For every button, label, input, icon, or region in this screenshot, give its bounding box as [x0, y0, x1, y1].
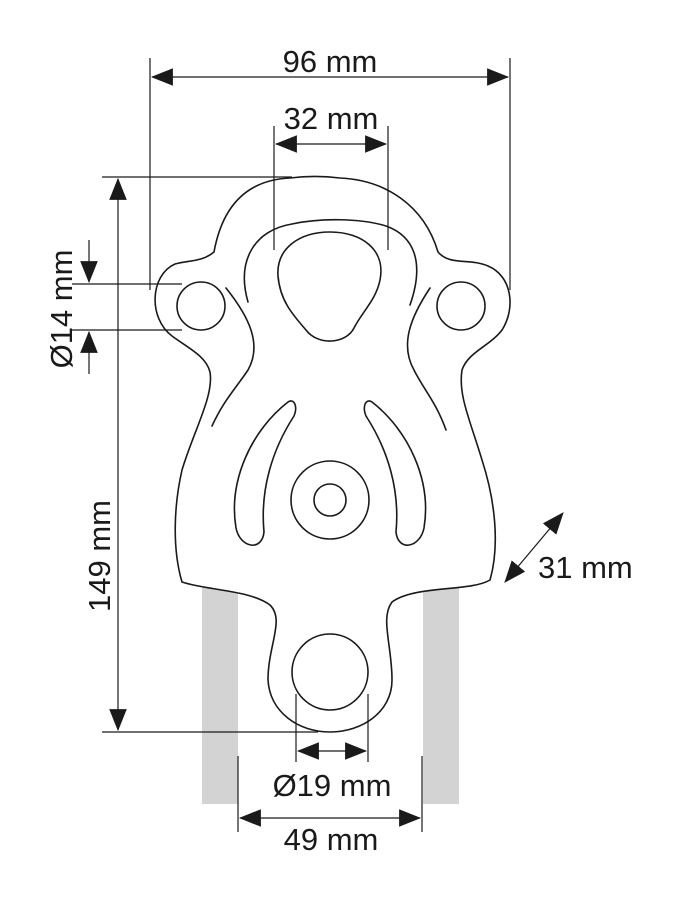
right-slot [363, 400, 427, 546]
left-side-plate [202, 586, 238, 804]
right-inner-curve [406, 287, 447, 431]
right-attachment-hole [436, 281, 486, 331]
top-hole-diameter-label: Ø14 mm [44, 250, 79, 369]
overall-width-label: 96 mm [283, 44, 378, 79]
thickness-label: 31 mm [538, 550, 633, 585]
axle-center [313, 483, 347, 517]
bottom-width-label: 49 mm [284, 822, 379, 857]
bottom-hole [291, 633, 369, 711]
sheave-opening-label: 32 mm [284, 101, 379, 136]
dimension-line-31 [504, 512, 564, 583]
height-label: 149 mm [82, 500, 117, 612]
left-slot [233, 400, 297, 546]
sheave-opening [277, 231, 382, 342]
left-attachment-hole [176, 281, 226, 331]
right-side-plate [423, 586, 459, 804]
bottom-hole-diameter-label: Ø19 mm [273, 768, 392, 803]
upper-inner-arc [243, 218, 418, 306]
left-inner-curve [211, 287, 255, 427]
